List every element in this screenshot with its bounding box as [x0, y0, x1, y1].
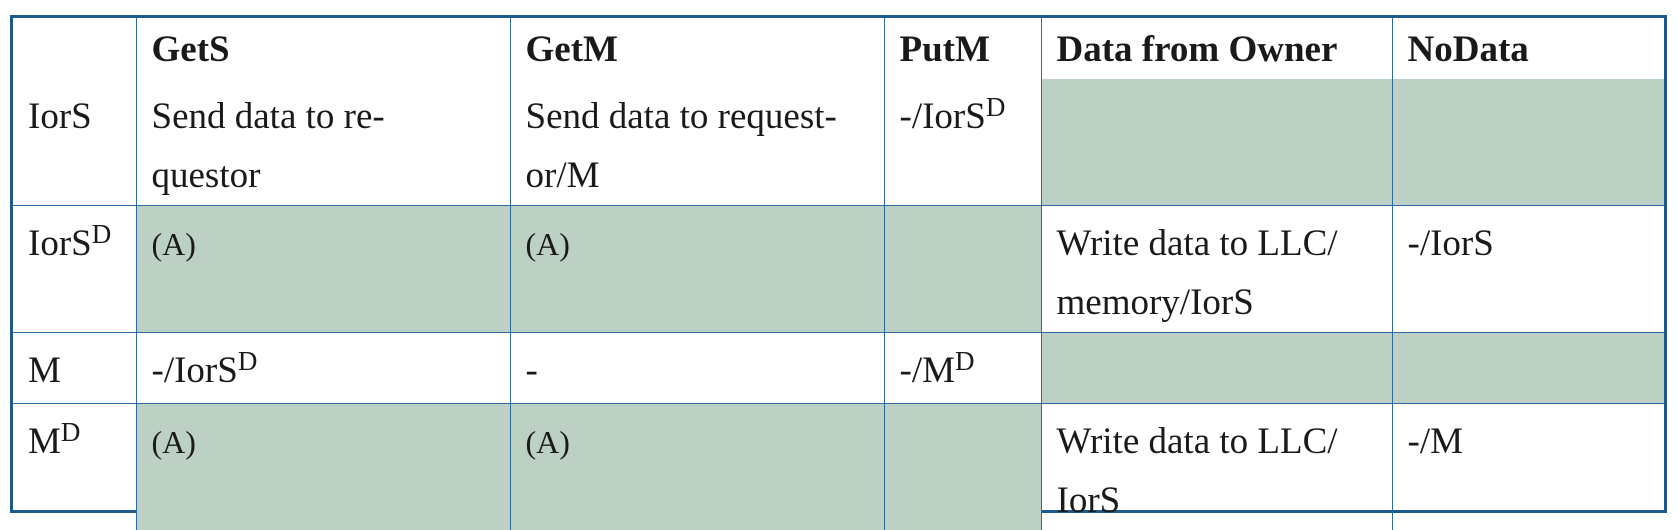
column-header: GetS [136, 18, 510, 79]
shaded-cell [884, 206, 1041, 333]
cell-text: Send data to re- [152, 96, 385, 137]
table-cell: Send data to request-or/M [510, 79, 884, 206]
row-state-label: M [13, 333, 136, 404]
shaded-cell: (A) [136, 404, 510, 530]
table-cell: -/IorSD [884, 79, 1041, 206]
shaded-cell [1041, 333, 1392, 404]
table-cell: Write data to LLC/memory/IorS [1041, 206, 1392, 333]
row-state-label: IorS [13, 79, 136, 206]
corner-cell [13, 18, 136, 79]
cell-text: Write data to LLC/ [1057, 421, 1338, 462]
header-row: GetS GetM PutM Data from Owner NoData [13, 18, 1664, 79]
table-cell: Send data to re-questor [136, 79, 510, 206]
table-cell: -/IorSD [136, 333, 510, 404]
cell-text: Write data to LLC/ [1057, 223, 1338, 264]
directory-protocol-table: GetS GetM PutM Data from Owner NoData Io… [13, 18, 1664, 530]
cell-text-continued: or/M [526, 155, 600, 196]
column-header: GetM [510, 18, 884, 79]
cell-superscript: D [238, 346, 258, 376]
cell-text: -/IorS [152, 350, 238, 391]
column-header: NoData [1392, 18, 1664, 79]
cell-superscript: D [955, 346, 975, 376]
shaded-cell: (A) [510, 404, 884, 530]
table-row: M-/IorSD--/MD [13, 333, 1664, 404]
table-cell: -/MD [884, 333, 1041, 404]
state-superscript: D [92, 219, 112, 249]
table-row: MD (A) (A) Write data to LLC/IorS -/M [13, 404, 1664, 530]
cell-text: -/IorS [900, 96, 986, 137]
table-cell: - [510, 333, 884, 404]
shaded-cell [1041, 79, 1392, 206]
table-row: IorSD (A) (A) Write data to LLC/memory/IorS… [13, 206, 1664, 333]
state-superscript: D [61, 417, 81, 447]
cell-text-continued: IorS [1057, 480, 1121, 521]
protocol-table-frame: GetS GetM PutM Data from Owner NoData Io… [10, 15, 1667, 513]
cell-text-continued: questor [152, 155, 261, 196]
cell-text: -/M [1408, 421, 1464, 462]
cell-text: (A) [526, 226, 570, 262]
shaded-cell [1392, 333, 1664, 404]
table-cell: -/M [1392, 404, 1664, 530]
shaded-cell [1392, 79, 1664, 206]
cell-superscript: D [986, 92, 1006, 122]
cell-text: (A) [526, 424, 570, 460]
row-state-label: MD [13, 404, 136, 530]
cell-text: (A) [152, 226, 196, 262]
state-name: IorS [28, 96, 92, 137]
shaded-cell: (A) [136, 206, 510, 333]
cell-text: (A) [152, 424, 196, 460]
cell-text: -/M [900, 350, 956, 391]
shaded-cell: (A) [510, 206, 884, 333]
shaded-cell [884, 404, 1041, 530]
cell-text: - [526, 350, 538, 391]
cell-text: -/IorS [1408, 223, 1494, 264]
cell-text: Send data to request- [526, 96, 837, 137]
column-header: PutM [884, 18, 1041, 79]
table-cell: Write data to LLC/IorS [1041, 404, 1392, 530]
state-name: M [28, 421, 61, 462]
state-name: IorS [28, 223, 92, 264]
state-name: M [28, 350, 61, 391]
column-header: Data from Owner [1041, 18, 1392, 79]
table-cell: -/IorS [1392, 206, 1664, 333]
row-state-label: IorSD [13, 206, 136, 333]
cell-text-continued: memory/IorS [1057, 282, 1254, 323]
